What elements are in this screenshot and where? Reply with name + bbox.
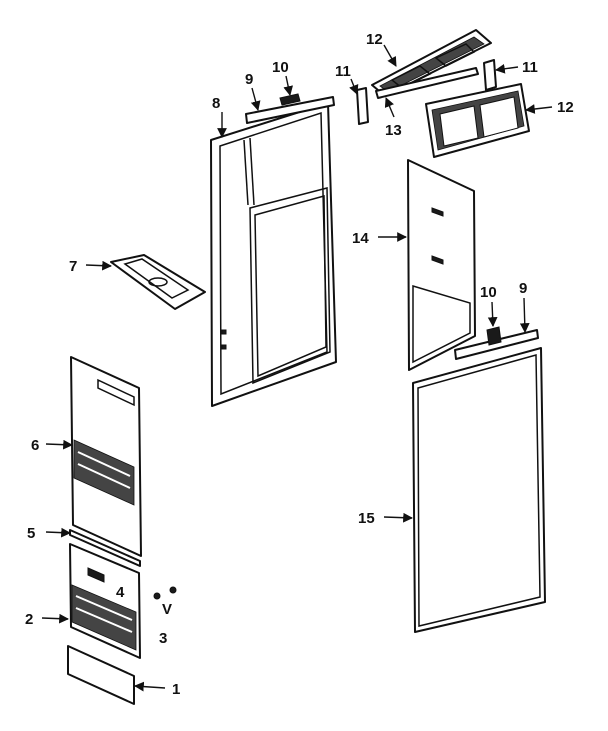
callout-13: 13 [385, 122, 402, 139]
callout-3-symbol: V [162, 601, 172, 618]
callout-11-right: 11 [522, 59, 538, 76]
callout-9-right: 9 [519, 280, 527, 297]
callout-11-left: 11 [335, 63, 351, 80]
part-9-right-strip [454, 329, 539, 360]
callout-9-left: 9 [245, 71, 253, 88]
part-2-control-panel [69, 543, 141, 659]
callout-3: 3 [159, 630, 167, 647]
callout-2: 2 [25, 611, 33, 628]
part-6-front-panel [70, 356, 142, 557]
callout-10-right: 10 [480, 284, 497, 301]
part-3-fittings [153, 586, 177, 600]
part-14-rear-panel [407, 159, 476, 371]
leader-lines [41, 44, 553, 692]
part-15-side-panel [412, 347, 546, 633]
part-12-right-housing [425, 83, 530, 158]
callout-10-left: 10 [272, 59, 289, 76]
part-1-kick-panel [67, 645, 135, 705]
callout-12-right: 12 [557, 99, 574, 116]
part-13-rod [375, 67, 479, 99]
callout-4: 4 [116, 584, 125, 601]
callout-7: 7 [69, 258, 77, 275]
callout-14: 14 [352, 230, 369, 247]
callout-15: 15 [358, 510, 375, 527]
part-7-bracket-plate [110, 254, 206, 310]
callout-labels: 1 2 3 V 4 5 6 7 8 9 10 11 12 13 11 12 14… [25, 31, 574, 698]
callout-1: 1 [172, 681, 180, 698]
callout-8: 8 [212, 95, 220, 112]
part-11-right-bracket [483, 59, 497, 91]
callout-12-top: 12 [366, 31, 383, 48]
part-8-back-frame [210, 102, 337, 407]
callout-6: 6 [31, 437, 39, 454]
callout-5: 5 [27, 525, 35, 542]
part-9-top-strip [245, 96, 335, 124]
part-10-right-clip [486, 326, 502, 346]
part-11-left-bracket [356, 87, 369, 125]
